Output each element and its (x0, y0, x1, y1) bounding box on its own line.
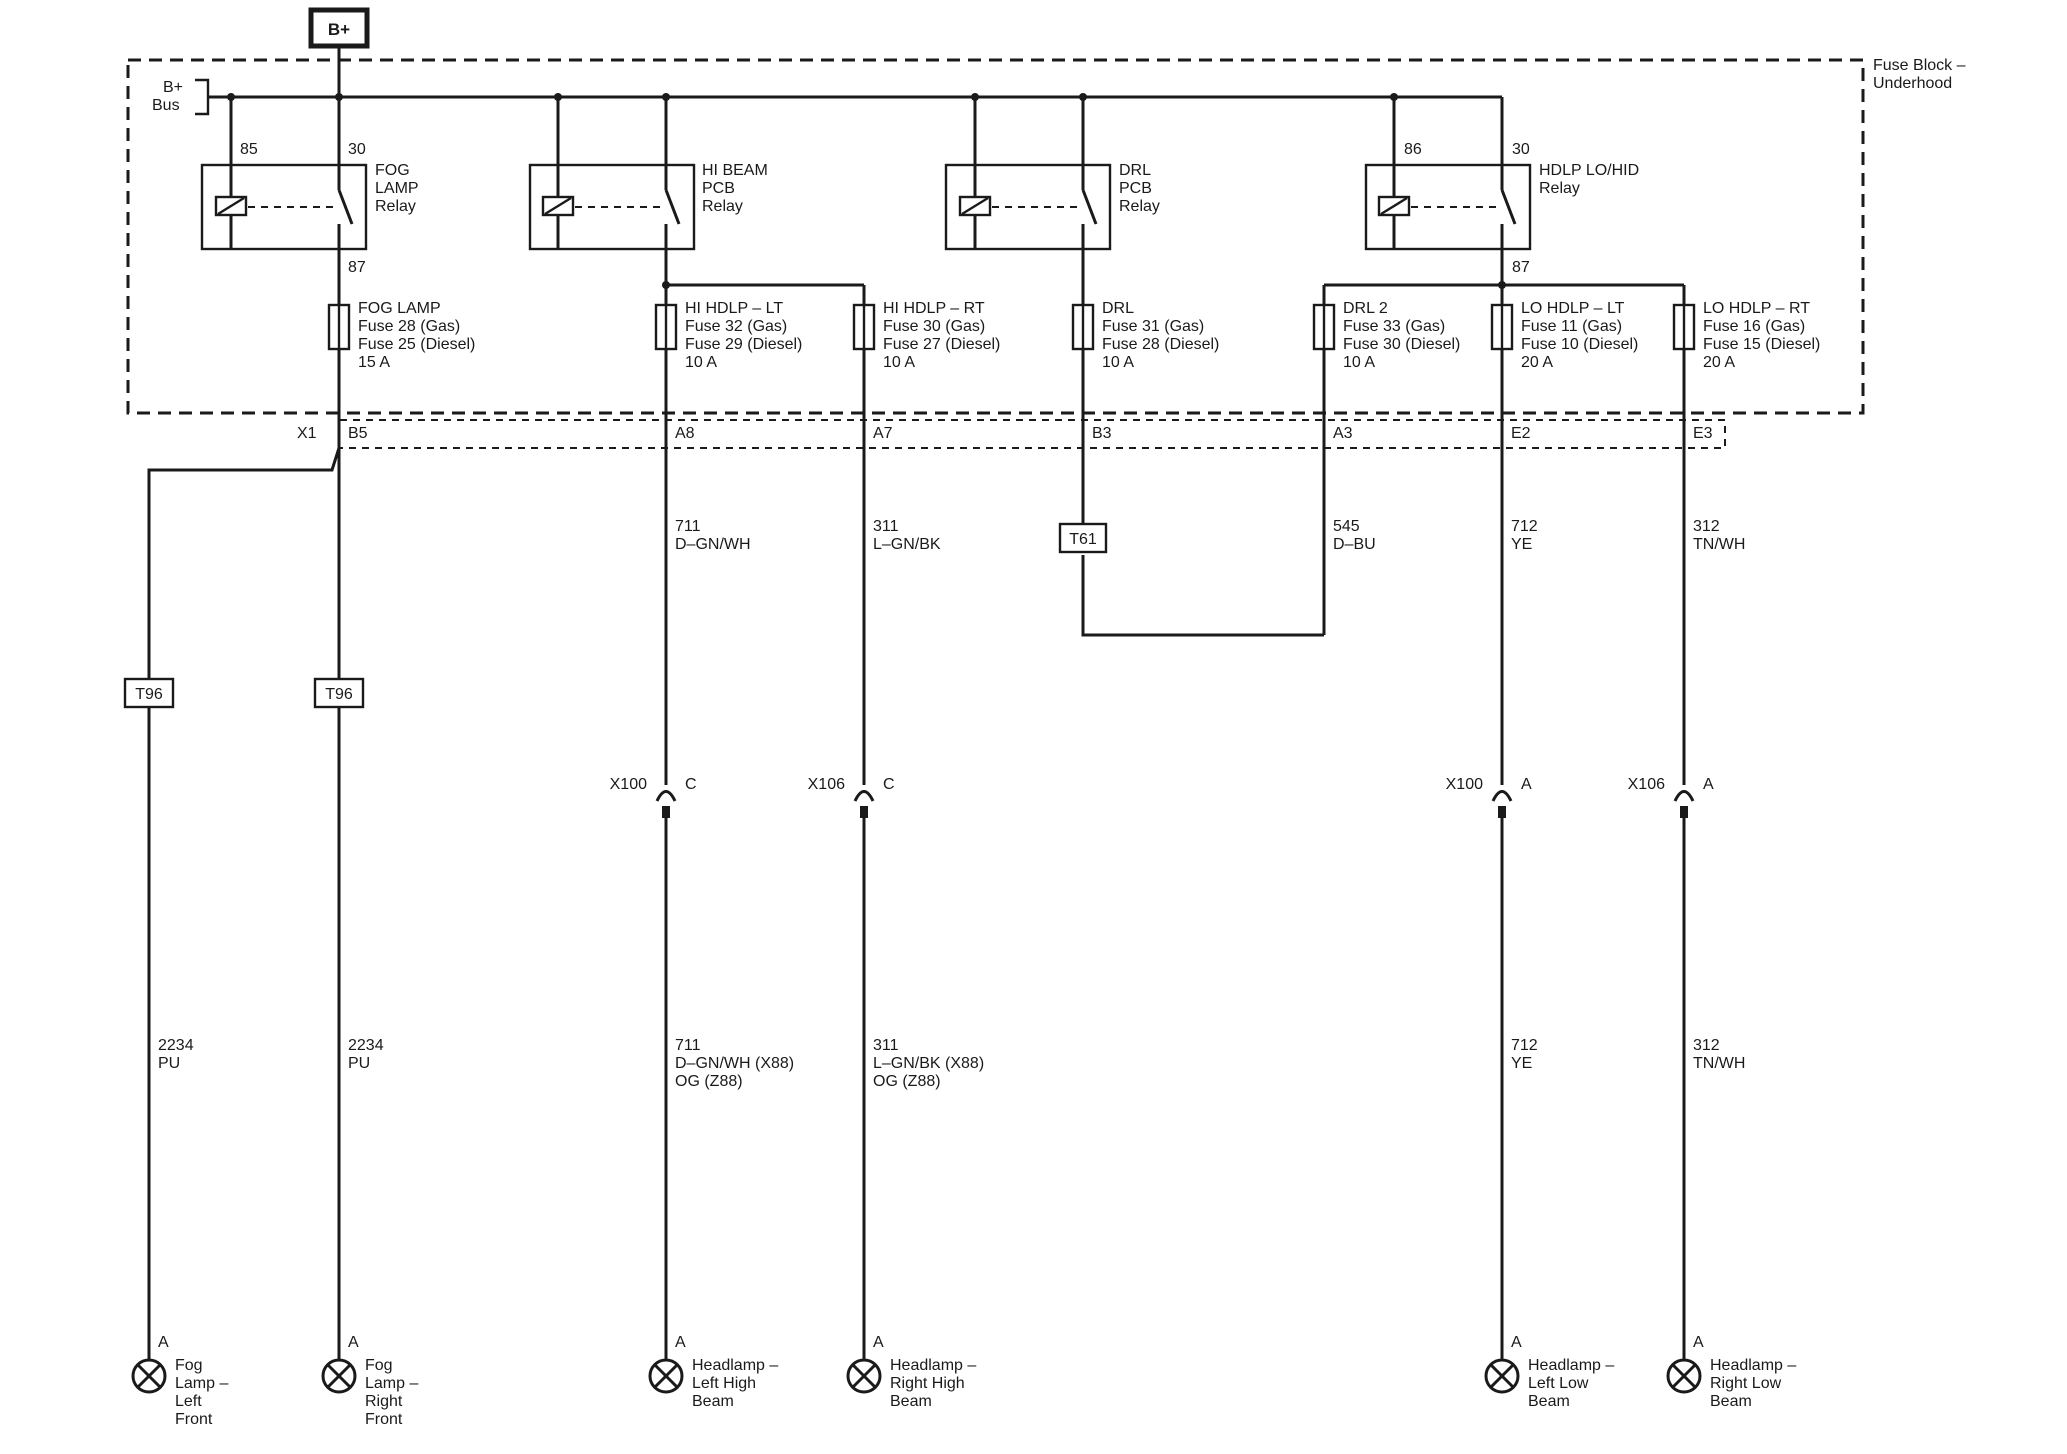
relay-hi-beam-pcb: HI BEAM PCB Relay (528, 97, 772, 285)
splice-t61: T61 (1058, 522, 1108, 554)
inline-connector-x100-c: X100 C (610, 776, 697, 818)
svg-text:HDLP LO/HID Relay: HDLP LO/HID Relay (1539, 162, 1644, 197)
svg-text:E3: E3 (1693, 425, 1713, 442)
svg-text:T96: T96 (135, 686, 163, 703)
bus-label: B+ Bus (152, 79, 187, 114)
svg-text:30: 30 (348, 141, 366, 158)
bplus-label: B+ (328, 20, 350, 39)
svg-text:A: A (348, 1334, 359, 1351)
svg-text:A: A (1511, 1334, 1522, 1351)
svg-text:A7: A7 (873, 425, 893, 442)
svg-text:A: A (158, 1334, 169, 1351)
svg-text:A3: A3 (1333, 425, 1353, 442)
svg-text:FOG LAMP Relay: FOG LAMP Relay (375, 162, 423, 215)
svg-text:E2: E2 (1511, 425, 1531, 442)
svg-text:T96: T96 (325, 686, 353, 703)
fuse-block-outline (126, 58, 1865, 415)
svg-text:B3: B3 (1092, 425, 1112, 442)
svg-text:A: A (873, 1334, 884, 1351)
drl-return-loop (1081, 555, 1324, 637)
svg-text:X100: X100 (610, 776, 647, 793)
svg-text:87: 87 (348, 259, 366, 276)
wire-fog-left (147, 447, 341, 1367)
svg-text:X106: X106 (1628, 776, 1665, 793)
svg-text:C: C (883, 776, 895, 793)
inline-connector-x100-a: X100 A (1446, 776, 1532, 818)
inline-connector-x106-a: X106 A (1628, 776, 1714, 818)
connector-x1-label: X1 (297, 425, 317, 442)
svg-text:X100: X100 (1446, 776, 1483, 793)
svg-text:X106: X106 (808, 776, 845, 793)
svg-text:87: 87 (1512, 259, 1530, 276)
svg-text:T61: T61 (1069, 531, 1097, 548)
svg-text:30: 30 (1512, 141, 1530, 158)
splice-t96-left: T96 (123, 677, 175, 709)
svg-text:A: A (1521, 776, 1532, 793)
svg-text:A: A (675, 1334, 686, 1351)
connector-pin-labels: B5 A8 A7 B3 A3 E2 E3 (348, 425, 1713, 442)
svg-text:B5: B5 (348, 425, 368, 442)
svg-text:C: C (685, 776, 697, 793)
inline-connector-x106-c: X106 C (808, 776, 895, 818)
svg-text:A: A (1693, 1334, 1704, 1351)
svg-text:85: 85 (240, 141, 258, 158)
splice-t96-right: T96 (313, 677, 365, 709)
relay-hdlp-lo-hid: 86 30 87 HDLP LO/HID Relay (1364, 97, 1644, 285)
bus-bracket (195, 78, 210, 116)
relay-fog-lamp: 85 30 87 FOG LAMP Relay (200, 97, 423, 412)
fuse-block-label: Fuse Block – Underhood (1873, 57, 1970, 92)
svg-text:HI BEAM PCB Relay: HI BEAM PCB Relay (702, 162, 772, 215)
relay-drl-pcb: DRL PCB Relay (944, 97, 1160, 532)
svg-text:DRL PCB Relay: DRL PCB Relay (1119, 162, 1160, 215)
svg-text:A: A (1703, 776, 1714, 793)
svg-text:86: 86 (1404, 141, 1422, 158)
svg-text:A8: A8 (675, 425, 695, 442)
connector-x1-outline (340, 419, 1726, 449)
